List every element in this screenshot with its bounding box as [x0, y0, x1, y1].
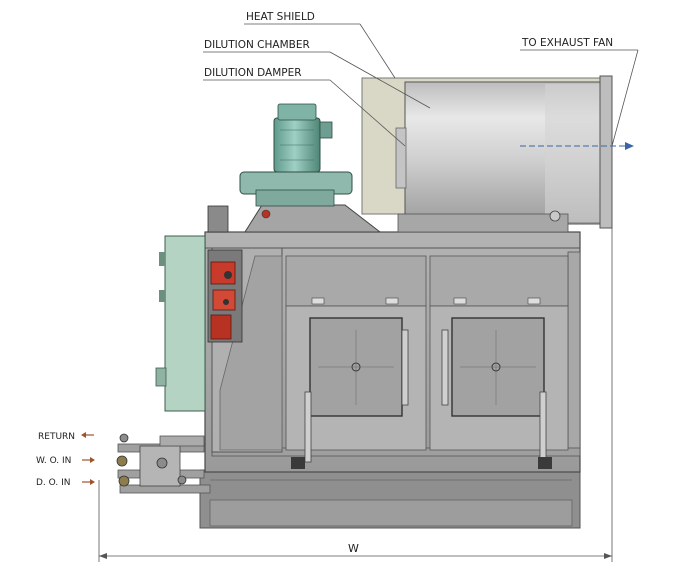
door-panel-left [285, 255, 427, 463]
pipe-labels: RETURN W. O. IN D. O. IN [36, 432, 75, 488]
leader-lines [203, 23, 639, 147]
blower-motor [273, 103, 333, 173]
heat-shield-label: HEAT SHIELD [246, 11, 315, 23]
exhaust-flange [599, 75, 613, 229]
pipe-arrows [81, 432, 95, 485]
door-panel-right [429, 255, 569, 463]
dilution-chamber-label: DILUTION CHAMBER [204, 39, 310, 51]
return-label: RETURN [38, 432, 75, 442]
hinge-pads [291, 297, 552, 469]
width-label: W [348, 542, 359, 555]
width-dimension [98, 228, 613, 562]
base-skid [199, 469, 581, 529]
burner-assembly [207, 249, 243, 343]
exhaust-fan-label: TO EXHAUST FAN [521, 37, 613, 49]
exhaust-arrow [520, 142, 634, 150]
dilution-chamber [395, 81, 605, 225]
do-in-label: D. O. IN [36, 478, 70, 488]
control-panel [155, 235, 206, 412]
wo-in-label: W. O. IN [36, 456, 71, 466]
chamber-support [397, 210, 569, 233]
fuel-piping [116, 433, 211, 494]
callout-labels: HEAT SHIELD DILUTION CHAMBER DILUTION DA… [204, 11, 613, 555]
dilution-damper-label: DILUTION DAMPER [204, 67, 302, 79]
blower-base [207, 171, 382, 233]
